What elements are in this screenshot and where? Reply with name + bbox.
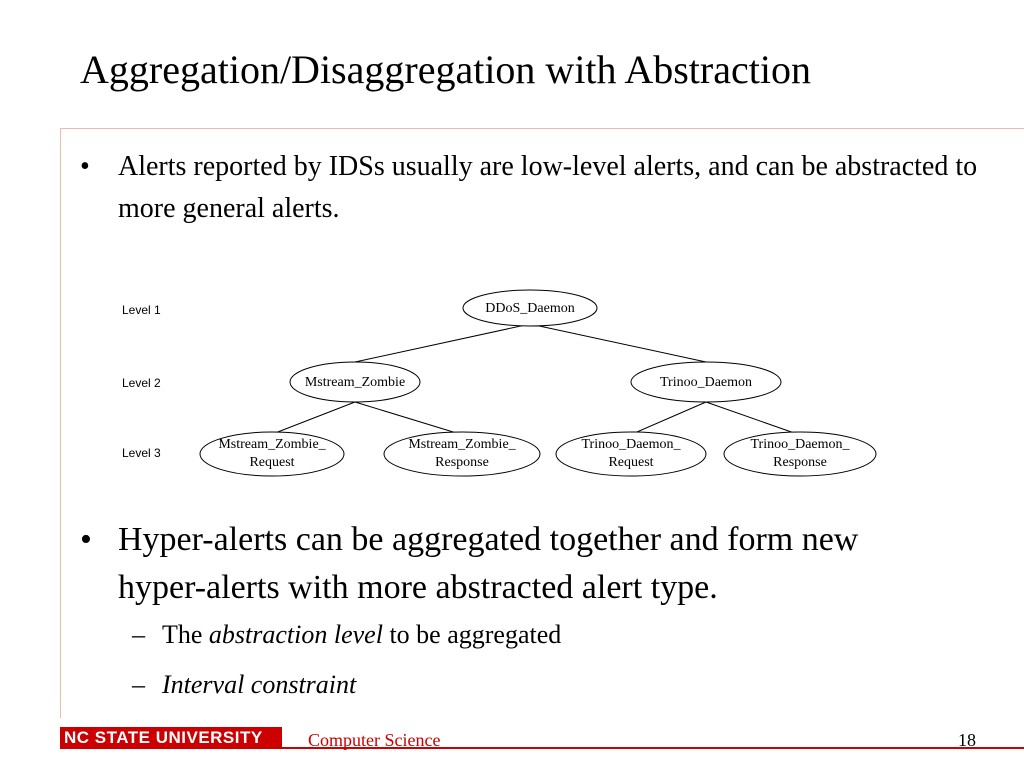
edge [529, 323, 707, 363]
level-2-label: Level 2 [122, 376, 161, 390]
sub-bullet-suffix: to be aggregated [382, 620, 562, 649]
sub-bullet-abstraction-level: The abstraction level to be aggregated [162, 618, 561, 652]
nc-state-logo: NC STATE UNIVERSITY [60, 727, 282, 749]
node-label-line-2: Response [773, 455, 827, 470]
node-label-line-1: Mstream_Zombie_ [218, 437, 326, 452]
node-mstream-zombie-response: Mstream_Zombie_ Response [383, 431, 541, 477]
node-label-line-1: Trinoo_Daemon_ [581, 437, 681, 452]
bullet-marker: • [80, 151, 90, 182]
node-label-line-2: Request [249, 455, 294, 470]
node-label-line-1: Trinoo_Daemon_ [750, 437, 850, 452]
node-label: Trinoo_Daemon [660, 375, 752, 390]
tree-edges [269, 323, 801, 436]
node-mstream-zombie: Mstream_Zombie [289, 361, 421, 403]
node-trinoo-daemon-response: Trinoo_Daemon_ Response [723, 431, 877, 477]
edge [705, 401, 801, 436]
abstraction-hierarchy-diagram: Level 1 Level 2 Level 3 DDoS_Daemon Mstr… [122, 289, 877, 477]
sub-bullet-emphasis: Interval constraint [162, 670, 357, 699]
sub-bullet-marker: – [132, 670, 145, 699]
node-trinoo-daemon: Trinoo_Daemon [630, 361, 782, 403]
node-trinoo-daemon-request: Trinoo_Daemon_ Request [555, 431, 707, 477]
level-3-label: Level 3 [122, 446, 161, 460]
sub-bullet-interval-constraint: Interval constraint [162, 668, 356, 702]
edge [354, 401, 464, 436]
sub-bullet-marker: – [132, 620, 145, 649]
edge [269, 401, 356, 436]
node-ddos-daemon: DDoS_Daemon [462, 289, 598, 327]
node-label: DDoS_Daemon [485, 301, 574, 316]
node-mstream-zombie-request: Mstream_Zombie_ Request [199, 431, 345, 477]
edge [354, 323, 531, 363]
footer-rule [282, 747, 1024, 749]
footer-department: Computer Science [308, 730, 441, 750]
bullet-text-alerts: Alerts reported by IDSs usually are low-… [118, 151, 978, 224]
slide-number: 18 [958, 730, 976, 750]
title-divider [60, 128, 1024, 129]
left-margin-rule [60, 128, 61, 718]
edge [629, 401, 707, 436]
node-label-line-2: Response [435, 455, 489, 470]
bullet-marker: • [80, 521, 92, 558]
slide-title: Aggregation/Disaggregation with Abstract… [80, 47, 811, 92]
node-label-line-2: Request [608, 455, 653, 470]
node-label-line-1: Mstream_Zombie_ [408, 437, 516, 452]
level-1-label: Level 1 [122, 303, 161, 317]
sub-bullet-emphasis: abstraction level [208, 620, 383, 649]
node-label: Mstream_Zombie [305, 375, 405, 390]
sub-bullet-prefix: The [162, 620, 209, 649]
bullet-text-hyper-alerts: Hyper-alerts can be aggregated together … [118, 521, 859, 606]
